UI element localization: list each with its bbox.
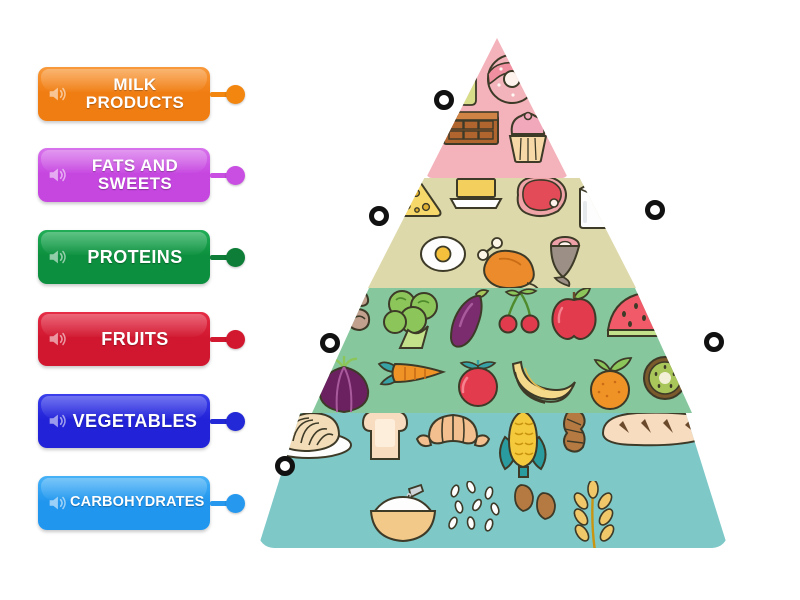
label-card-carbohydrates[interactable]: CARBOHYDRATES <box>38 475 245 531</box>
connector-line <box>210 418 228 424</box>
marker-vegetables[interactable] <box>320 333 340 353</box>
speaker-icon[interactable] <box>46 410 68 432</box>
cheese-icon <box>392 178 442 217</box>
olive-oil-bottle-icon <box>459 53 477 106</box>
marker-fats-and-sweets[interactable] <box>434 90 454 110</box>
onion-icon <box>318 355 370 413</box>
connector-dot[interactable] <box>226 329 245 349</box>
label-text: MILK PRODUCTS <box>85 75 185 112</box>
label-card-fats-and-sweets[interactable]: FATS AND SWEETS <box>38 147 245 203</box>
label-connector-vegetables[interactable] <box>210 411 245 431</box>
label-button-fruits[interactable]: FRUITS <box>38 312 210 366</box>
pyramid-tier-fruits-and-vegetables[interactable] <box>312 288 692 413</box>
broccoli-icon <box>383 289 438 349</box>
wheat-icon <box>573 480 615 548</box>
marker-milk-products[interactable] <box>369 206 389 226</box>
cupcake-icon <box>508 111 548 163</box>
chocolate-bar-icon <box>443 111 499 145</box>
watermelon-icon <box>606 290 662 337</box>
tier-food-icons <box>368 178 636 288</box>
almonds-icon <box>514 483 556 520</box>
kiwi-icon <box>643 355 687 400</box>
label-connector-proteins[interactable] <box>210 247 245 267</box>
corn-icon <box>499 413 547 478</box>
apple-icon <box>551 288 597 340</box>
marker-fruits[interactable] <box>704 332 724 352</box>
marker-proteins[interactable] <box>645 200 665 220</box>
marker-carbohydrates[interactable] <box>275 456 295 476</box>
croissant-icon <box>415 413 491 447</box>
speaker-icon[interactable] <box>46 164 68 186</box>
label-button-carbohydrates[interactable]: CARBOHYDRATES <box>38 476 210 530</box>
carrot-icon <box>377 361 447 385</box>
connector-line <box>210 172 228 178</box>
rice-grains-icon <box>448 480 500 532</box>
orange-icon <box>590 356 633 410</box>
connector-dot[interactable] <box>226 411 245 431</box>
label-connector-milk-products[interactable] <box>210 84 245 104</box>
baguette-icon <box>601 413 720 446</box>
connector-dot[interactable] <box>226 247 245 267</box>
label-button-vegetables[interactable]: VEGETABLES <box>38 394 210 448</box>
speaker-icon[interactable] <box>46 492 68 514</box>
ham-icon <box>549 236 581 287</box>
connector-line <box>210 91 228 97</box>
tomato-icon <box>458 359 498 407</box>
label-connector-carbohydrates[interactable] <box>210 493 245 513</box>
label-text: FATS AND SWEETS <box>91 156 179 193</box>
banana-icon <box>511 360 576 404</box>
pyramid-tier-milk-and-proteins[interactable] <box>368 178 636 288</box>
label-connector-fruits[interactable] <box>210 329 245 349</box>
connector-dot[interactable] <box>226 493 245 513</box>
tier-food-icons <box>258 413 728 548</box>
fried-egg-icon <box>420 236 466 272</box>
milk-carton-icon <box>579 179 609 229</box>
donut-icon <box>487 54 537 104</box>
connector-line <box>210 254 228 260</box>
label-text: PROTEINS <box>87 246 183 267</box>
label-card-vegetables[interactable]: VEGETABLES <box>38 393 245 449</box>
tier-food-icons <box>312 288 692 413</box>
eggplant-icon <box>449 288 490 348</box>
label-button-fats-and-sweets[interactable]: FATS AND SWEETS <box>38 148 210 202</box>
pyramid-tier-carbohydrates[interactable] <box>258 413 728 548</box>
rice-bowl-icon <box>369 483 437 542</box>
mushroom-icon <box>340 288 371 331</box>
speaker-icon[interactable] <box>46 83 68 105</box>
label-button-proteins[interactable]: PROTEINS <box>38 230 210 284</box>
cherries-icon <box>498 288 540 333</box>
connector-dot[interactable] <box>226 165 245 185</box>
speaker-icon[interactable] <box>46 328 68 350</box>
peanut-icon <box>563 413 586 453</box>
label-text: FRUITS <box>101 328 169 349</box>
steak-icon <box>516 178 567 217</box>
connector-dot[interactable] <box>226 84 245 104</box>
label-text: CARBOHYDRATES <box>70 494 205 511</box>
food-pyramid <box>258 38 728 558</box>
connector-line <box>210 500 228 506</box>
roast-chicken-icon <box>477 237 540 288</box>
connector-line <box>210 336 228 342</box>
label-connector-fats-and-sweets[interactable] <box>210 165 245 185</box>
label-text: VEGETABLES <box>72 410 198 431</box>
label-card-fruits[interactable]: FRUITS <box>38 311 245 367</box>
butter-icon <box>449 178 503 209</box>
speaker-icon[interactable] <box>46 246 68 268</box>
pasta-plate-icon <box>266 413 352 459</box>
label-button-milk-products[interactable]: MILK PRODUCTS <box>38 67 210 121</box>
label-card-proteins[interactable]: PROTEINS <box>38 229 245 285</box>
bread-slice-icon <box>361 413 409 460</box>
label-card-milk-products[interactable]: MILK PRODUCTS <box>38 66 245 122</box>
